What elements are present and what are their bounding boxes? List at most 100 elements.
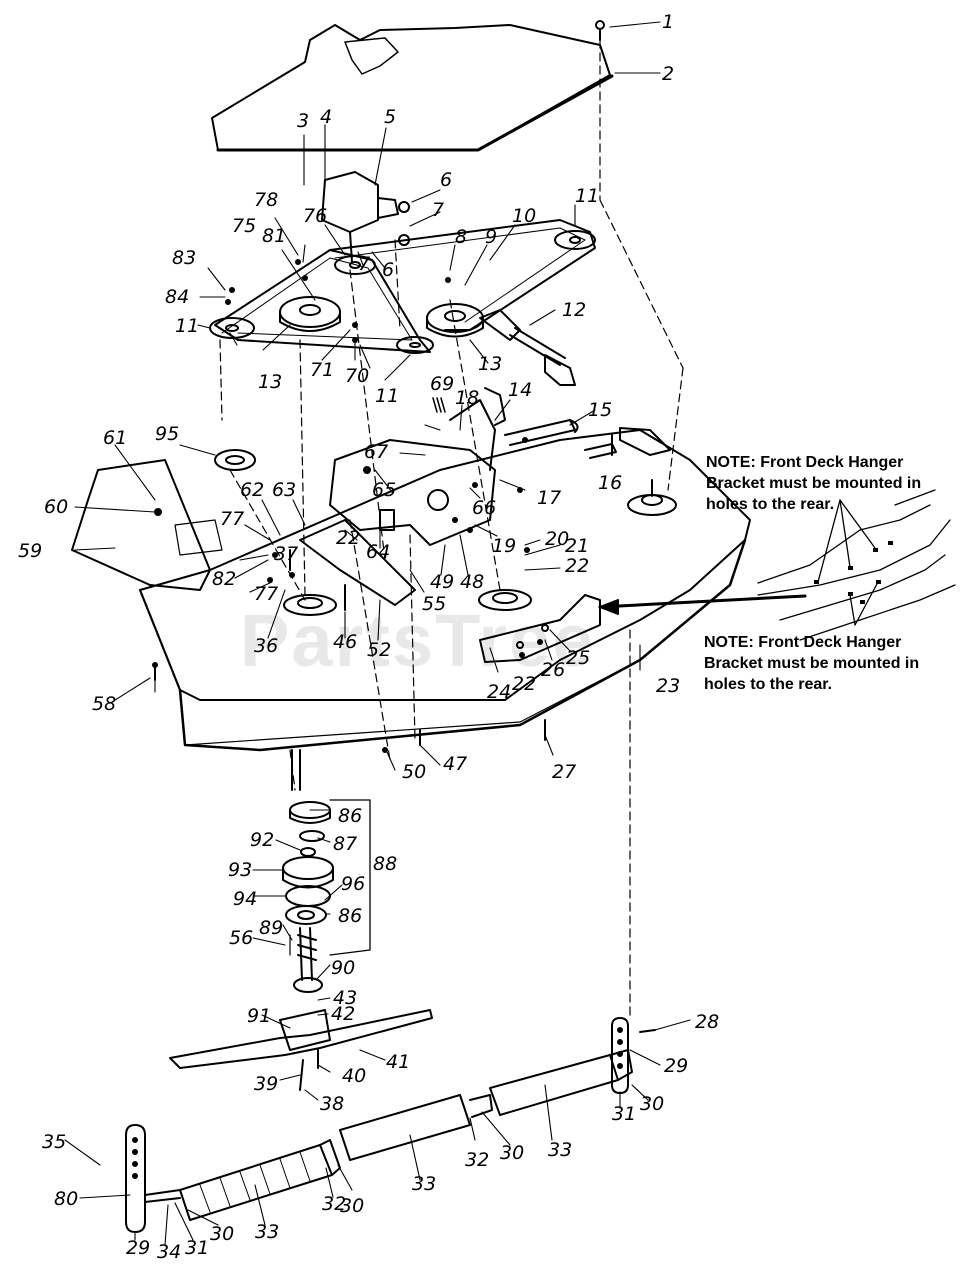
callout-19: 19 bbox=[492, 535, 516, 557]
callout-41: 41 bbox=[386, 1051, 410, 1073]
callout-30c: 30 bbox=[340, 1195, 364, 1217]
callout-63: 63 bbox=[272, 479, 296, 501]
callout-30a: 30 bbox=[640, 1093, 664, 1115]
callout-93: 93 bbox=[228, 859, 252, 881]
hardware bbox=[152, 259, 543, 753]
reference-lines bbox=[219, 39, 684, 1016]
callout-1: 1 bbox=[662, 11, 674, 33]
callout-77a: 77 bbox=[220, 508, 244, 530]
callout-7b: 7 bbox=[358, 253, 370, 275]
note-top-line-2: Bracket must be mounted in bbox=[706, 475, 922, 492]
callout-28: 28 bbox=[695, 1011, 719, 1033]
callout-37: 37 bbox=[274, 543, 298, 565]
callout-66: 66 bbox=[472, 497, 496, 519]
callout-23: 23 bbox=[656, 675, 680, 697]
callout-6: 6 bbox=[440, 169, 452, 191]
callout-70: 70 bbox=[345, 365, 369, 387]
callout-71: 71 bbox=[310, 359, 334, 381]
bolts bbox=[154, 434, 613, 746]
callout-61: 61 bbox=[103, 427, 127, 449]
note-top-line-3: holes to the rear. bbox=[706, 496, 835, 513]
callout-13a: 13 bbox=[258, 371, 282, 393]
leader-lines bbox=[64, 21, 691, 1246]
callout-12: 12 bbox=[562, 299, 586, 321]
callout-33c: 33 bbox=[255, 1221, 279, 1243]
discharge-chute bbox=[71, 459, 223, 591]
idler-bracket bbox=[299, 387, 506, 606]
callout-14: 14 bbox=[508, 379, 532, 401]
hanger-detail-holes bbox=[814, 541, 893, 604]
callout-94: 94 bbox=[233, 888, 257, 910]
callout-42: 42 bbox=[331, 1003, 355, 1025]
callout-9: 9 bbox=[485, 226, 497, 248]
callout-2: 2 bbox=[662, 63, 674, 85]
callout-43: 43 bbox=[333, 987, 357, 1009]
callout-31b: 31 bbox=[185, 1237, 209, 1259]
bracket-88 bbox=[329, 799, 371, 956]
callout-7: 7 bbox=[432, 199, 444, 221]
callout-15: 15 bbox=[588, 399, 612, 421]
callout-30b: 30 bbox=[500, 1142, 524, 1164]
callout-17: 17 bbox=[537, 487, 561, 509]
callout-33a: 33 bbox=[548, 1139, 572, 1161]
callout-86a: 86 bbox=[338, 805, 362, 827]
callout-11c: 11 bbox=[375, 385, 399, 407]
callout-86b: 86 bbox=[338, 905, 362, 927]
callout-84: 84 bbox=[165, 286, 189, 308]
callout-56: 56 bbox=[229, 927, 253, 949]
rear-hanger-bracket bbox=[479, 594, 601, 663]
callout-34: 34 bbox=[157, 1241, 181, 1263]
pulleys bbox=[209, 230, 596, 354]
pulley-95 bbox=[214, 449, 256, 471]
callout-11a: 11 bbox=[575, 185, 599, 207]
belt-cover bbox=[211, 24, 614, 152]
callout-75: 75 bbox=[232, 215, 256, 237]
callout-26: 26 bbox=[541, 659, 565, 681]
callout-33b: 33 bbox=[412, 1173, 436, 1195]
callout-60: 60 bbox=[44, 496, 68, 518]
mower-deck bbox=[139, 429, 751, 752]
callout-88: 88 bbox=[373, 853, 397, 875]
callout-10: 10 bbox=[512, 205, 536, 227]
screw-part-1 bbox=[595, 20, 605, 41]
callout-49: 49 bbox=[430, 571, 454, 593]
note-top: NOTE: Front Deck Hanger Bracket must be … bbox=[706, 452, 956, 515]
callout-35: 35 bbox=[42, 1131, 66, 1153]
callout-40: 40 bbox=[342, 1065, 366, 1087]
callout-90: 90 bbox=[331, 957, 355, 979]
callout-29a: 29 bbox=[664, 1055, 688, 1077]
callout-4: 4 bbox=[320, 106, 332, 128]
rod-and-hanger bbox=[504, 419, 671, 459]
callout-81: 81 bbox=[262, 225, 286, 247]
callout-31a: 31 bbox=[612, 1103, 636, 1125]
belt-left bbox=[214, 249, 431, 353]
callout-20: 20 bbox=[545, 528, 569, 550]
note-bottom-line-1: NOTE: Front Deck Hanger bbox=[704, 634, 902, 651]
callout-5: 5 bbox=[384, 106, 396, 128]
callout-92: 92 bbox=[250, 829, 274, 851]
callout-22a: 22 bbox=[565, 555, 589, 577]
callout-18: 18 bbox=[455, 387, 479, 409]
callout-87: 87 bbox=[333, 833, 357, 855]
callout-76: 76 bbox=[303, 205, 327, 227]
spring bbox=[432, 397, 446, 413]
callout-16: 16 bbox=[598, 472, 622, 494]
callout-65: 65 bbox=[372, 479, 396, 501]
callout-25: 25 bbox=[566, 647, 590, 669]
callout-30d: 30 bbox=[210, 1223, 234, 1245]
drive-shaft bbox=[479, 309, 576, 386]
callout-80: 80 bbox=[54, 1188, 78, 1210]
callout-95: 95 bbox=[155, 423, 179, 445]
callout-64: 64 bbox=[366, 541, 390, 563]
callout-22c: 22 bbox=[512, 673, 536, 695]
callout-11b: 11 bbox=[175, 315, 199, 337]
callout-83: 83 bbox=[172, 247, 196, 269]
callout-24: 24 bbox=[487, 681, 511, 703]
callout-58: 58 bbox=[92, 693, 116, 715]
callout-39: 39 bbox=[254, 1073, 278, 1095]
callout-36: 36 bbox=[254, 635, 278, 657]
callout-32b: 32 bbox=[322, 1193, 346, 1215]
note-bottom-line-3: holes to the rear. bbox=[704, 676, 833, 693]
callout-13b: 13 bbox=[478, 353, 502, 375]
